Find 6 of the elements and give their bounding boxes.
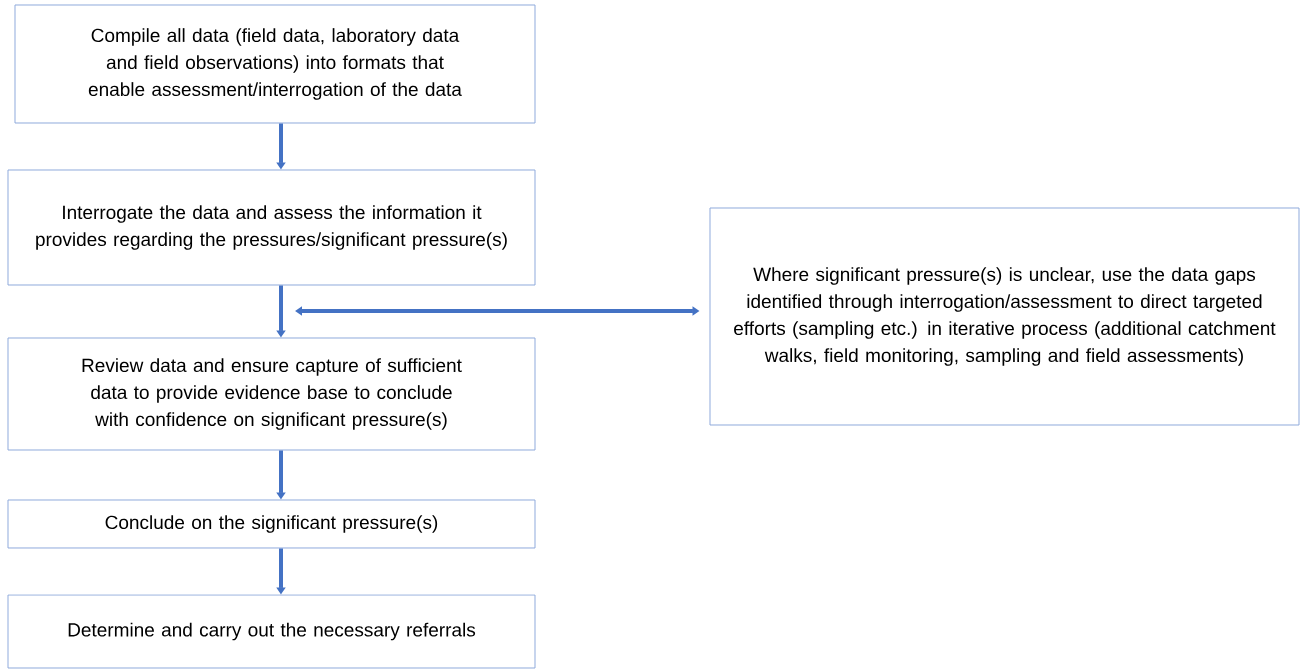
process-box: Compile all data (field data, laboratory data and field observations) into formats that enable assessment/interrogation of the data xyxy=(14,4,536,124)
process-box: Determine and carry out the necessary referrals xyxy=(7,594,536,669)
process-box: Review data and ensure capture of sufficient data to provide evidence base to conclude with confidence on significant pressure(s) xyxy=(7,337,536,451)
process-box: Conclude on the significant pressure(s) xyxy=(7,499,536,549)
process-box: Where significant pressure(s) is unclear, use the data gaps identified through interrogation/assessment to direct targeted efforts (sampling etc.) in iterative process (additional catchment walks, field monitoring, sampling and field assessments) xyxy=(709,207,1300,426)
process-box: Interrogate the data and assess the information it provides regarding the pressures/significant pressure(s) xyxy=(7,169,536,286)
